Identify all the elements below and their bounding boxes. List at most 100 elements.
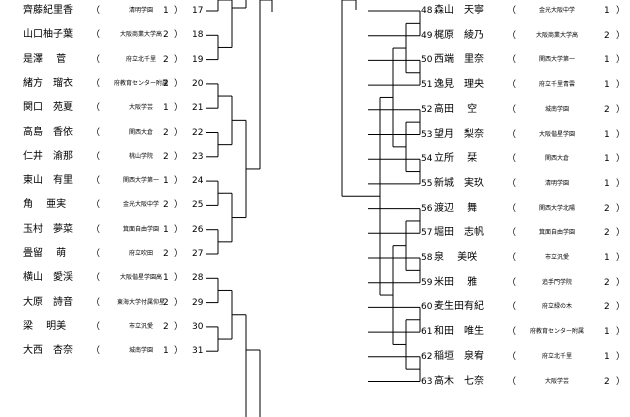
draw-number: 56 — [421, 203, 433, 214]
school-name: 府立北千里 — [541, 352, 572, 360]
player-name: 森山 天寧 — [434, 5, 484, 16]
school-name: 市立汎愛 — [128, 322, 153, 330]
player-name: 米田 雅 — [434, 276, 478, 288]
draw-number: 52 — [421, 104, 433, 115]
grade: 1 — [163, 346, 169, 357]
school-name: 東海大学付属仰星 — [116, 298, 165, 306]
draw-number: 63 — [421, 376, 433, 387]
paren-open: （ — [91, 6, 101, 16]
paren-close: ） — [174, 200, 184, 211]
player-name: 渡辺 舞 — [434, 202, 478, 214]
player-name: 堀田 志帆 — [434, 227, 484, 239]
paren-close: ） — [174, 249, 184, 259]
grade: 2 — [163, 321, 169, 332]
school-name: 市立汎愛 — [544, 254, 569, 261]
draw-number: 22 — [192, 127, 204, 138]
player-name: 西端 里奈 — [434, 54, 484, 66]
paren-close: ） — [616, 228, 626, 239]
grade: 2 — [604, 228, 610, 239]
player-name: 関口 苑夏 — [23, 102, 73, 114]
paren-close: ） — [174, 224, 184, 235]
grade: 1 — [604, 253, 610, 263]
paren-open: （ — [507, 104, 517, 115]
paren-close: ） — [174, 176, 184, 187]
draw-number: 61 — [421, 327, 433, 338]
draw-number: 29 — [192, 297, 204, 308]
paren-close: ） — [174, 127, 184, 138]
paren-open: （ — [91, 176, 101, 187]
paren-open: （ — [507, 277, 517, 288]
draw-number: 17 — [192, 6, 204, 16]
school-name: 箕面自由学園 — [122, 225, 159, 233]
draw-number: 27 — [192, 249, 204, 259]
grade: 2 — [604, 104, 610, 115]
grade: 2 — [163, 297, 169, 308]
paren-open: （ — [91, 54, 101, 65]
school-name: 関西大学第一 — [538, 56, 575, 64]
school-name: 清明学園 — [128, 7, 153, 14]
draw-number: 51 — [421, 80, 433, 91]
player-name: 泉 美咲 — [434, 252, 478, 263]
paren-open: （ — [507, 154, 517, 165]
paren-close: ） — [174, 297, 184, 308]
grade: 1 — [604, 55, 610, 66]
paren-open: （ — [91, 30, 101, 41]
paren-open: （ — [507, 6, 517, 16]
paren-close: ） — [174, 30, 184, 41]
paren-open: （ — [91, 127, 101, 138]
school-name: 関西大倉 — [128, 128, 153, 136]
paren-open: （ — [91, 273, 101, 284]
draw-number: 21 — [192, 103, 204, 114]
paren-close: ） — [616, 154, 626, 165]
paren-open: （ — [91, 78, 101, 89]
draw-number: 19 — [192, 54, 204, 65]
paren-open: （ — [91, 200, 101, 211]
grade: 1 — [163, 176, 169, 187]
school-name: 府立吹田 — [128, 250, 153, 257]
draw-number: 49 — [421, 30, 433, 41]
grade: 1 — [604, 178, 610, 189]
draw-number: 28 — [192, 273, 204, 284]
paren-open: （ — [507, 253, 517, 263]
school-name: 大阪商業大学高 — [535, 31, 578, 39]
draw-number: 58 — [421, 253, 433, 263]
school-name: 城南学園 — [128, 347, 153, 355]
paren-close: ） — [174, 273, 184, 284]
player-name: 高田 空 — [434, 103, 478, 115]
draw-number: 30 — [192, 321, 204, 332]
draw-number: 60 — [421, 302, 433, 313]
school-name: 府教育センター附属 — [113, 79, 168, 87]
player-name: 和田 唯生 — [434, 326, 484, 338]
paren-close: ） — [174, 6, 184, 16]
player-name: 角 亜実 — [23, 199, 67, 211]
player-name: 山口柚子葉 — [23, 29, 73, 41]
player-name: 緒方 瑠衣 — [23, 77, 73, 89]
grade: 2 — [604, 277, 610, 288]
school-name: 追手門学院 — [541, 278, 572, 286]
grade: 1 — [604, 154, 610, 165]
player-name: 大西 杏奈 — [23, 345, 73, 357]
school-name: 関西大倉 — [544, 155, 569, 163]
paren-close: ） — [616, 55, 626, 66]
player-name: 新城 実玖 — [434, 177, 484, 189]
player-name: 玉村 夢菜 — [23, 223, 73, 235]
player-name: 梶原 綾乃 — [434, 29, 484, 41]
school-name: 清明学園 — [544, 179, 569, 187]
